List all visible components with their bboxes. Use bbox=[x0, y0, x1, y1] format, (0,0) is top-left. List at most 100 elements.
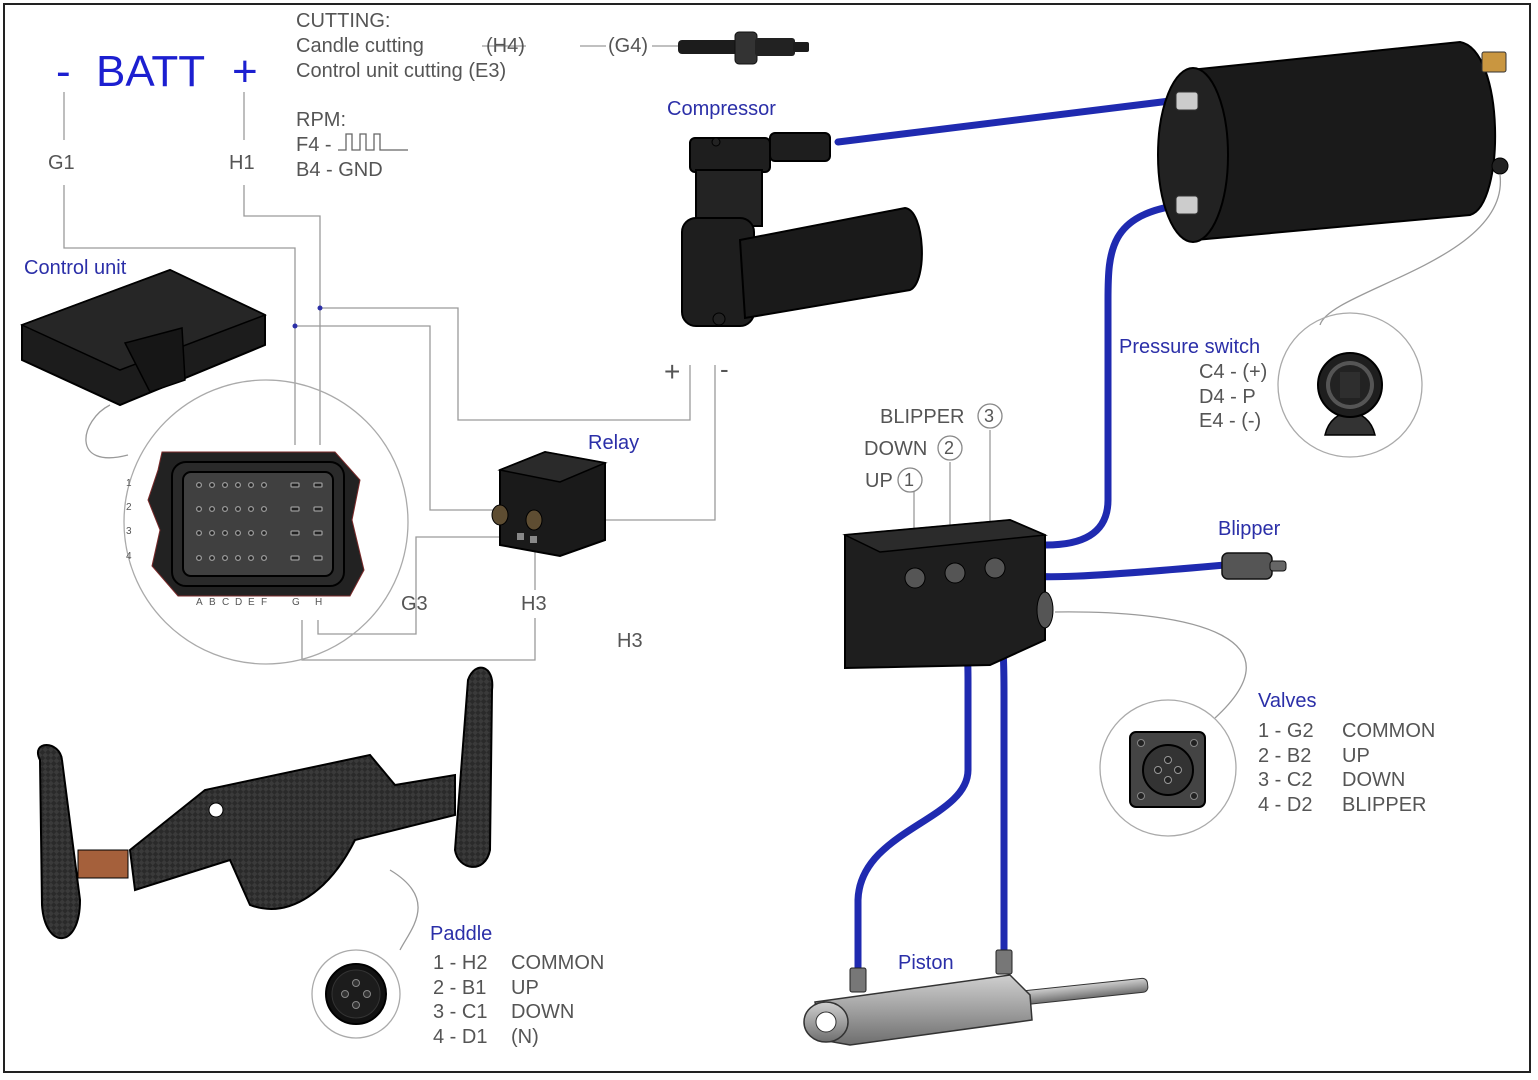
compressor-image bbox=[681, 132, 923, 327]
paddle-callout bbox=[311, 949, 401, 1039]
port-blipper-label: BLIPPER bbox=[880, 406, 965, 428]
connector-pin-D3 bbox=[234, 529, 242, 537]
connector-pin-C3 bbox=[221, 529, 229, 537]
connector-pin-D4 bbox=[234, 554, 242, 562]
paddle-pin-row: 1 - H2 COMMON bbox=[433, 951, 604, 976]
port-circle-3 bbox=[977, 403, 1003, 429]
paddle-connector-icon bbox=[325, 963, 387, 1025]
connector-pin-H3 bbox=[313, 530, 323, 536]
cutting-title: CUTTING: bbox=[296, 10, 391, 32]
pressure-switch-connector-icon bbox=[1317, 352, 1383, 436]
connector-pin-C2 bbox=[221, 505, 229, 513]
pin-id: 4 - D1 bbox=[433, 1025, 488, 1048]
compressor-plus-terminal: + bbox=[664, 356, 681, 387]
connector-pin-B1 bbox=[208, 481, 216, 489]
connector-row-label: 1 bbox=[126, 478, 132, 489]
candle-cutting-label: Candle cutting bbox=[296, 35, 424, 57]
pressure-switch-pin-list: C4 - (+) D4 - P E4 - (-) bbox=[1199, 360, 1267, 434]
pin-function: DOWN bbox=[511, 1001, 575, 1023]
pulse-icon bbox=[338, 133, 408, 151]
pin-function: COMMON bbox=[511, 952, 605, 974]
connector-col-label: H bbox=[315, 597, 323, 608]
battery-label: BATT bbox=[96, 47, 206, 96]
connector-pin-D2 bbox=[234, 505, 242, 513]
piston-image bbox=[803, 949, 1149, 1046]
diagram-frame bbox=[3, 3, 1531, 1073]
leader-control-unit bbox=[85, 404, 129, 459]
wire-g3 bbox=[317, 536, 515, 635]
relay-pin-h3: H3 bbox=[521, 593, 547, 615]
wire-comp-minus bbox=[600, 365, 716, 521]
junction-dot bbox=[317, 305, 323, 311]
leader-valves bbox=[1054, 611, 1247, 719]
wire-g1 bbox=[63, 185, 296, 445]
hose-tank-valves bbox=[1042, 201, 1184, 549]
port-up-label: UP bbox=[865, 470, 893, 492]
connector-pin-B3 bbox=[208, 529, 216, 537]
pin-function: UP bbox=[511, 976, 539, 999]
battery-neg-pin: G1 bbox=[48, 152, 75, 174]
control-unit-cutting-label: Control unit cutting (E3) bbox=[296, 60, 507, 82]
port-circle-2 bbox=[937, 435, 963, 461]
pin-function: UP bbox=[1342, 744, 1370, 767]
connector-pin-F1 bbox=[260, 481, 268, 489]
pin-id: 2 - B1 bbox=[433, 976, 487, 999]
connector-col-label: A bbox=[196, 597, 203, 608]
relay-pin-g3: G3 bbox=[401, 593, 428, 615]
connector-pin-G3 bbox=[290, 530, 300, 536]
relay-label: Relay bbox=[588, 432, 640, 454]
wire-h1 bbox=[243, 185, 321, 445]
connector-pin-H1 bbox=[313, 482, 323, 488]
connector-row-label: 2 bbox=[126, 502, 132, 513]
leader-pressure-switch bbox=[1319, 174, 1501, 326]
pin-function: COMMON bbox=[1342, 720, 1436, 742]
connector-pin-B4 bbox=[208, 554, 216, 562]
pressure-switch-pin: E4 - (-) bbox=[1199, 410, 1262, 432]
pin-id: 1 - H2 bbox=[433, 952, 488, 974]
valves-label: Valves bbox=[1258, 690, 1317, 712]
port-blipper-number: 3 bbox=[984, 406, 995, 426]
battery-plus-sign: + bbox=[232, 47, 258, 96]
paddle-pin-row: 2 - B1 UP bbox=[433, 976, 604, 1001]
connector-pin-G1 bbox=[290, 482, 300, 488]
connector-pin-F2 bbox=[260, 505, 268, 513]
connector-callout bbox=[123, 379, 409, 665]
leader-paddle bbox=[389, 869, 419, 951]
valves-connector-icon bbox=[1129, 731, 1206, 808]
rpm-f4-label: F4 - bbox=[296, 134, 332, 156]
connector-pin-C1 bbox=[221, 481, 229, 489]
connector-pin-F3 bbox=[260, 529, 268, 537]
wire-comp-plus bbox=[320, 307, 691, 421]
pin-function: BLIPPER bbox=[1342, 793, 1427, 816]
connector-pin-A1 bbox=[195, 481, 203, 489]
connector-pin-B2 bbox=[208, 505, 216, 513]
junction-dot bbox=[292, 323, 298, 329]
connector-pin-G4 bbox=[290, 555, 300, 561]
connector-pin-D1 bbox=[234, 481, 242, 489]
paddle-shifter-image bbox=[37, 666, 494, 940]
control-unit-image bbox=[20, 268, 267, 407]
connector-col-label: B bbox=[209, 597, 216, 608]
port-down-number: 2 bbox=[944, 438, 955, 458]
connector-row-label: 3 bbox=[126, 526, 132, 537]
connector-col-label: F bbox=[261, 597, 268, 608]
rpm-b4-label: B4 - GND bbox=[296, 159, 383, 181]
valves-pin-row: 1 - G2 COMMON bbox=[1258, 719, 1435, 744]
connector-pin-E1 bbox=[247, 481, 255, 489]
spark-plug-icon bbox=[678, 31, 809, 65]
compressor-minus-terminal: - bbox=[720, 354, 729, 384]
pin-id: 1 - G2 bbox=[1258, 720, 1314, 742]
blipper-label: Blipper bbox=[1218, 518, 1281, 540]
connector-col-label: C bbox=[222, 597, 230, 608]
port-up-number: 1 bbox=[904, 470, 915, 490]
connector-col-label: G bbox=[292, 597, 300, 608]
paddle-pin-row: 4 - D1(N) bbox=[433, 1025, 604, 1050]
connector-pin-F4 bbox=[260, 554, 268, 562]
wire-h3 bbox=[301, 618, 536, 661]
pressure-switch-label: Pressure switch bbox=[1119, 336, 1261, 358]
connector-pin-E4 bbox=[247, 554, 255, 562]
